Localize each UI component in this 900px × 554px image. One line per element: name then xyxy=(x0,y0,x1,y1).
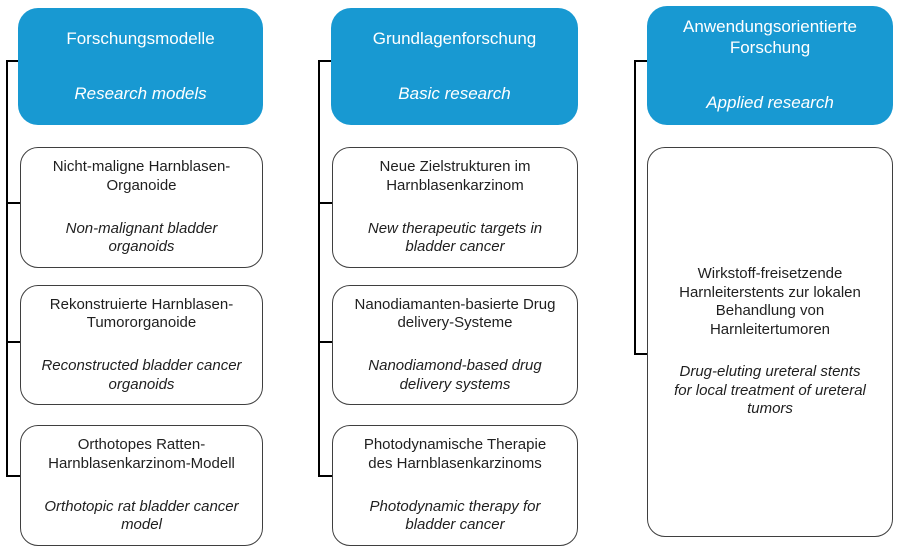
item-photodynamic-therapy: Photodynamische Therapie des Harnblasenk… xyxy=(332,425,578,546)
item-text-en: Drug-eluting ureteral stents for local t… xyxy=(674,363,866,418)
header-title-en: Applied research xyxy=(706,92,834,112)
connector-tick xyxy=(319,475,333,477)
item-text-en: Photodynamic therapy for bladder cancer xyxy=(369,497,541,534)
connector-tick xyxy=(7,60,19,62)
connector-tick xyxy=(7,202,21,204)
item-text-de: Nicht-maligne Harnblasen- Organoide xyxy=(52,158,231,194)
item-text-de: Rekonstruierte Harnblasen- Tumororganoid… xyxy=(49,295,234,332)
item-text-en: Orthotopic rat bladder cancer model xyxy=(44,497,239,534)
column-header-research-models: Forschungsmodelle Research models xyxy=(18,8,263,125)
connector-vertical-line xyxy=(6,60,8,477)
item-text-de: Orthotopes Ratten- Harnblasenkarzinom-Mo… xyxy=(48,436,235,472)
connector-tick xyxy=(319,202,333,204)
header-title-de: Anwendungsorientierte Forschung xyxy=(683,17,857,58)
header-title-de: Forschungsmodelle xyxy=(66,28,215,48)
connector-vertical-line xyxy=(634,60,636,355)
connector-tick xyxy=(319,341,333,343)
item-text-de: Photodynamische Therapie des Harnblasenk… xyxy=(363,436,547,472)
item-non-malignant-bladder-organoids: Nicht-maligne Harnblasen- Organoide Non-… xyxy=(20,147,263,268)
item-text-en: Nanodiamond-based drug delivery systems xyxy=(368,357,542,393)
item-reconstructed-bladder-cancer-organoids: Rekonstruierte Harnblasen- Tumororganoid… xyxy=(20,285,263,405)
header-title-en: Basic research xyxy=(398,83,511,103)
connector-tick xyxy=(7,341,21,343)
connector-tick xyxy=(319,60,332,62)
item-nanodiamond-drug-delivery: Nanodiamanten-basierte Drug delivery-Sys… xyxy=(332,285,578,405)
item-text-en: New therapeutic targets in bladder cance… xyxy=(367,219,543,256)
header-title-de: Grundlagenforschung xyxy=(372,28,537,48)
item-text-de: Neue Zielstrukturen im Harnblasenkarzino… xyxy=(379,158,531,194)
item-text-en: Non-malignant bladder organoids xyxy=(65,219,218,256)
item-text-de: Nanodiamanten-basierte Drug delivery-Sys… xyxy=(354,295,556,332)
connector-tick xyxy=(635,353,648,355)
item-orthotopic-rat-bladder-cancer-model: Orthotopes Ratten- Harnblasenkarzinom-Mo… xyxy=(20,425,263,546)
connector-tick xyxy=(7,475,21,477)
column-header-basic-research: Grundlagenforschung Basic research xyxy=(331,8,578,125)
item-drug-eluting-ureteral-stents: Wirkstoff-freisetzende Harnleiterstents … xyxy=(647,147,893,537)
item-new-therapeutic-targets: Neue Zielstrukturen im Harnblasenkarzino… xyxy=(332,147,578,268)
connector-vertical-line xyxy=(318,60,320,477)
header-title-en: Research models xyxy=(74,83,207,103)
column-header-applied-research: Anwendungsorientierte Forschung Applied … xyxy=(647,6,893,125)
item-text-de: Wirkstoff-freisetzende Harnleiterstents … xyxy=(679,264,861,338)
connector-tick xyxy=(635,60,648,62)
item-text-en: Reconstructed bladder cancer organoids xyxy=(41,357,242,393)
